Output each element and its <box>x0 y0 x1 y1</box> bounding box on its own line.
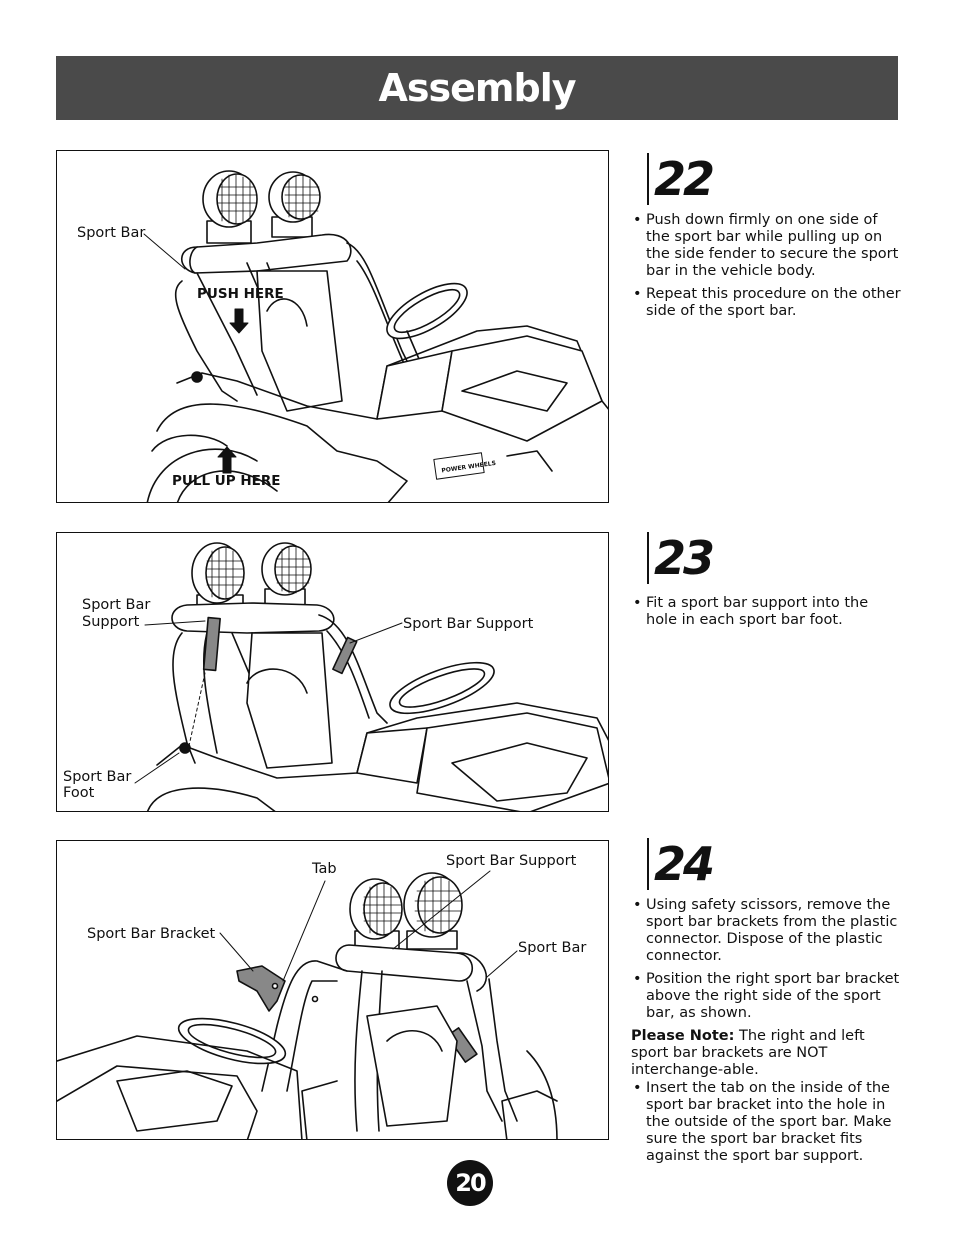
page-header: Assembly <box>56 56 898 120</box>
instruction-bullet: Repeat this procedure on the other side … <box>631 286 903 320</box>
label-sport-bar-foot: Sport Bar <box>63 769 132 785</box>
instruction-bullet: Insert the tab on the inside of the spor… <box>631 1080 903 1165</box>
vehicle-illustration: POWER WHEELS <box>143 170 608 502</box>
instructions-step-22: Push down firmly on one side of the spor… <box>631 212 903 326</box>
instructions-step-24: Using safety scissors, remove the sport … <box>631 897 903 1171</box>
vehicle-illustration <box>57 870 558 1139</box>
light-left <box>202 170 258 244</box>
label-tab: Tab <box>312 861 337 877</box>
label-sport-bar-bracket: Sport Bar Bracket <box>87 926 216 942</box>
light-right <box>403 872 463 950</box>
note-text: The right and left sport bar brackets ar… <box>631 1028 865 1078</box>
instructions-step-23: Fit a sport bar support into the hole in… <box>631 595 903 635</box>
label-sport-bar-foot-2: Foot <box>63 785 95 801</box>
label-sport-bar-support-left: Sport Bar <box>82 597 151 613</box>
label-sport-bar-support-left-2: Support <box>82 614 140 630</box>
light-left <box>349 878 403 950</box>
illustration-step-23: Sport Bar Support Sport Bar Support Spor… <box>56 532 609 812</box>
light-right <box>261 542 312 606</box>
page-number: 20 <box>447 1160 493 1206</box>
illustration-step-22: POWER WHEELS Sport Bar PUSH HERE PULL UP… <box>56 150 609 503</box>
step-number-22: 22 <box>647 153 715 205</box>
label-pull-up-here: PULL UP HERE <box>172 473 281 489</box>
instruction-bullet: Using safety scissors, remove the sport … <box>631 897 903 965</box>
light-left <box>191 542 245 612</box>
label-push-here: PUSH HERE <box>197 286 284 302</box>
illustration-step-24: Tab Sport Bar Support Sport Bar Bracket … <box>56 840 609 1140</box>
instruction-bullet: Position the right sport bar bracket abo… <box>631 971 903 1022</box>
step-number-23: 23 <box>647 532 715 584</box>
label-sport-bar: Sport Bar <box>518 940 587 956</box>
page-title: Assembly <box>378 66 576 110</box>
note-label: Please Note: <box>631 1028 735 1044</box>
instruction-bullet: Push down firmly on one side of the spor… <box>631 212 903 280</box>
vehicle-illustration <box>134 542 608 811</box>
label-sport-bar-support-right: Sport Bar Support <box>403 616 534 632</box>
light-right <box>268 171 321 238</box>
step-number-24: 24 <box>647 838 715 890</box>
label-sport-bar-support: Sport Bar Support <box>446 853 577 869</box>
please-note: Please Note: The right and left sport ba… <box>631 1028 903 1079</box>
label-sport-bar: Sport Bar <box>77 225 146 241</box>
instruction-bullet: Fit a sport bar support into the hole in… <box>631 595 903 629</box>
